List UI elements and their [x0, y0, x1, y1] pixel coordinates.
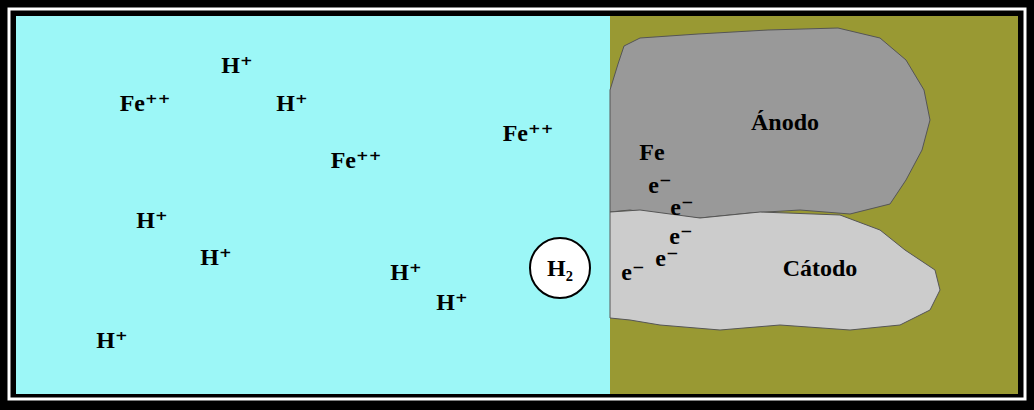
ion-label: H⁺	[96, 328, 127, 352]
region-label: H₂	[547, 256, 573, 280]
ion-label: Fe⁺⁺	[120, 91, 171, 115]
region-shape	[610, 28, 930, 218]
ion-label: Fe	[639, 140, 664, 164]
bubble-circle	[530, 238, 590, 298]
ion-label: Fe⁺⁺	[331, 148, 382, 172]
ion-label: Fe⁺⁺	[503, 121, 554, 145]
ion-label: H⁺	[436, 290, 467, 314]
cathode-region-outline	[608, 205, 948, 335]
region-label: Ánodo	[751, 110, 819, 134]
region-label: Cátodo	[783, 256, 858, 280]
ion-label: H⁺	[136, 208, 167, 232]
ion-label: H⁺	[221, 53, 252, 77]
ion-label: e⁻	[648, 173, 671, 197]
cathode-region: Cátodo	[608, 205, 948, 335]
hydrogen-bubble: H₂	[528, 236, 592, 300]
ion-label: e⁻	[669, 224, 692, 248]
metal-body	[610, 16, 1018, 394]
ion-label: H⁺	[390, 260, 421, 284]
region-shape	[610, 210, 940, 330]
white-frame-line	[9, 9, 1025, 399]
ion-label: H⁺	[276, 91, 307, 115]
ion-label: H⁺	[200, 245, 231, 269]
ion-label: e⁻	[621, 260, 644, 284]
ion-label: e⁻	[670, 195, 693, 219]
electrolyte-solution	[16, 16, 612, 394]
ion-label: e⁻	[655, 246, 678, 270]
